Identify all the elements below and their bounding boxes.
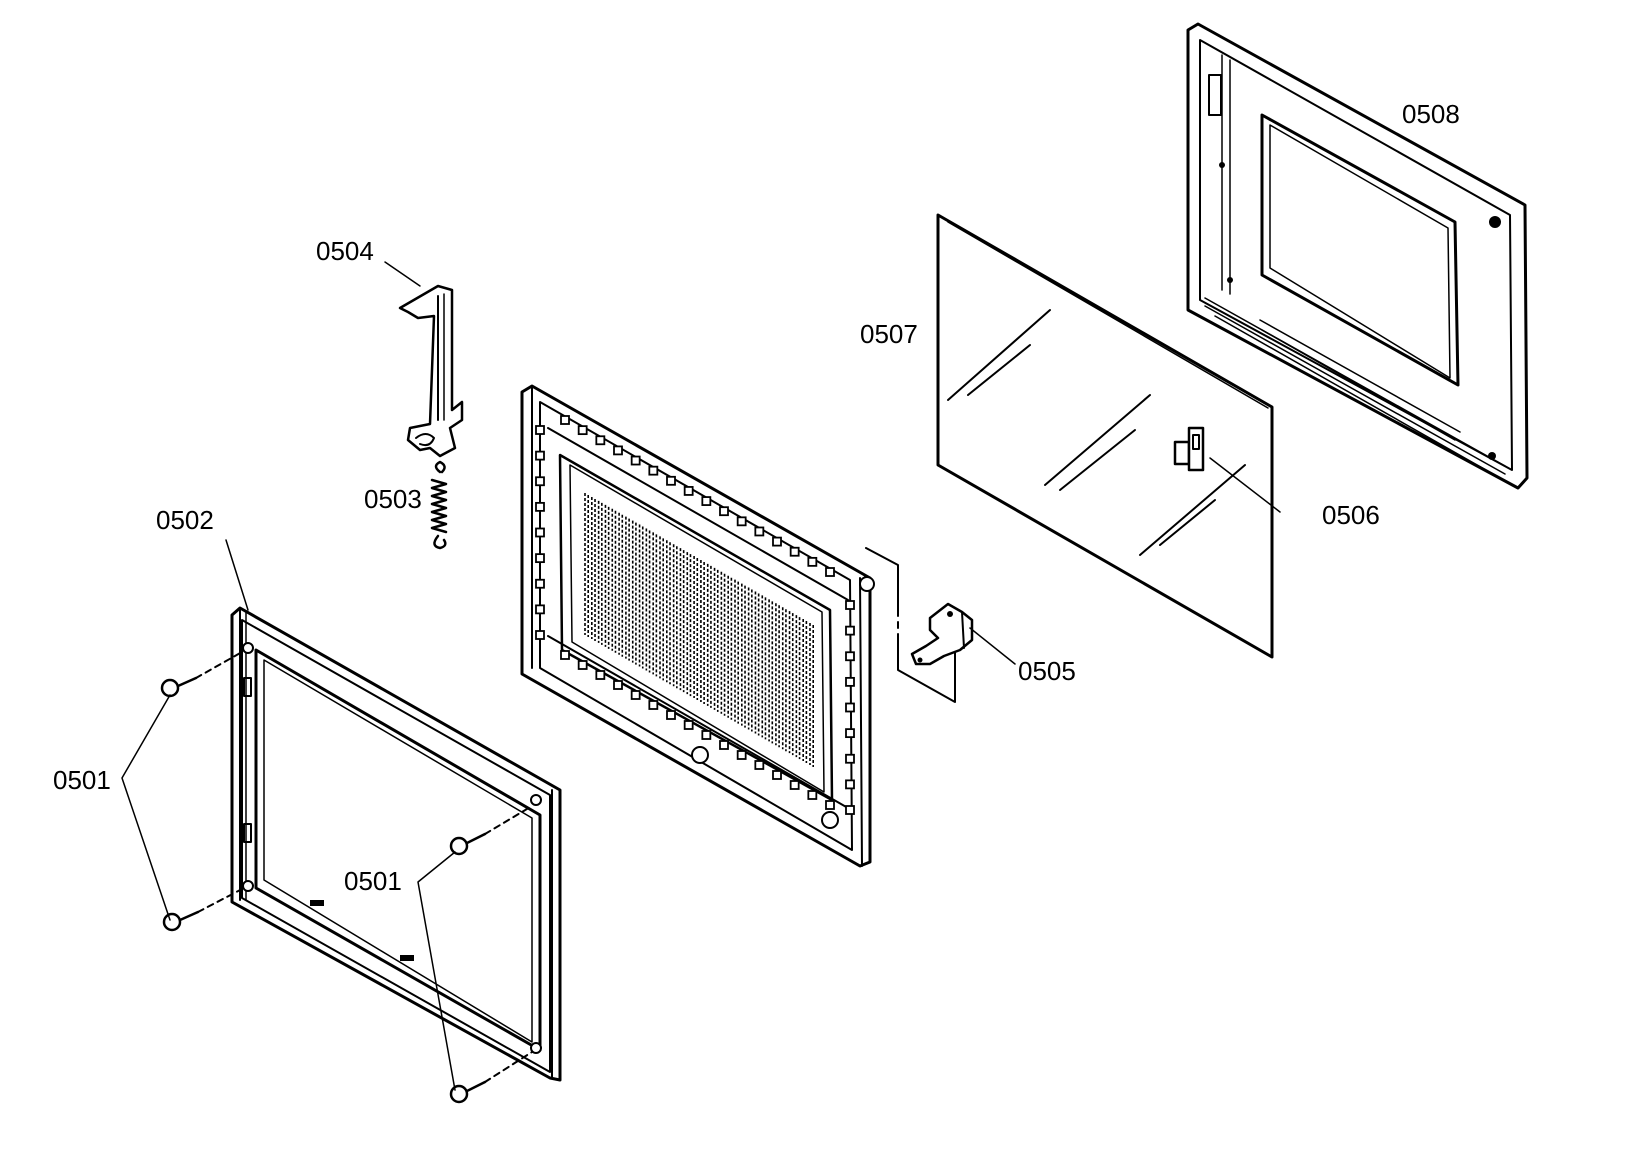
label-0505: 0505 xyxy=(1018,656,1076,686)
part-0502-inner-frame xyxy=(230,606,562,1082)
screw-top-right xyxy=(449,805,533,856)
label-0507: 0507 xyxy=(860,319,918,349)
part-0508-outer-frame xyxy=(1186,22,1529,490)
label-0506: 0506 xyxy=(1322,500,1380,530)
part-0503-spring xyxy=(430,460,448,550)
label-0502: 0502 xyxy=(156,505,214,535)
label-0501-left: 0501 xyxy=(53,765,111,795)
label-0508: 0508 xyxy=(1402,99,1460,129)
screw-top-left xyxy=(160,651,243,698)
part-0505-hinge-bracket xyxy=(865,547,974,703)
label-0504: 0504 xyxy=(316,236,374,266)
leader-lines xyxy=(121,261,1281,1091)
mesh-grid xyxy=(584,493,815,767)
part-0501-screws xyxy=(160,651,533,1104)
screw-bottom-left xyxy=(162,887,245,932)
part-0507-glass-panel xyxy=(936,213,1274,659)
part-0504-latch-hook xyxy=(398,284,464,458)
part-0506-latch-clip xyxy=(1173,426,1205,472)
choke-mesh-panel xyxy=(520,384,875,868)
label-0501-right: 0501 xyxy=(344,866,402,896)
part-labels: 0504 0503 0502 0501 0501 0505 0506 0507 … xyxy=(53,99,1460,896)
panel-edge-tabs xyxy=(535,415,855,815)
label-0503: 0503 xyxy=(364,484,422,514)
